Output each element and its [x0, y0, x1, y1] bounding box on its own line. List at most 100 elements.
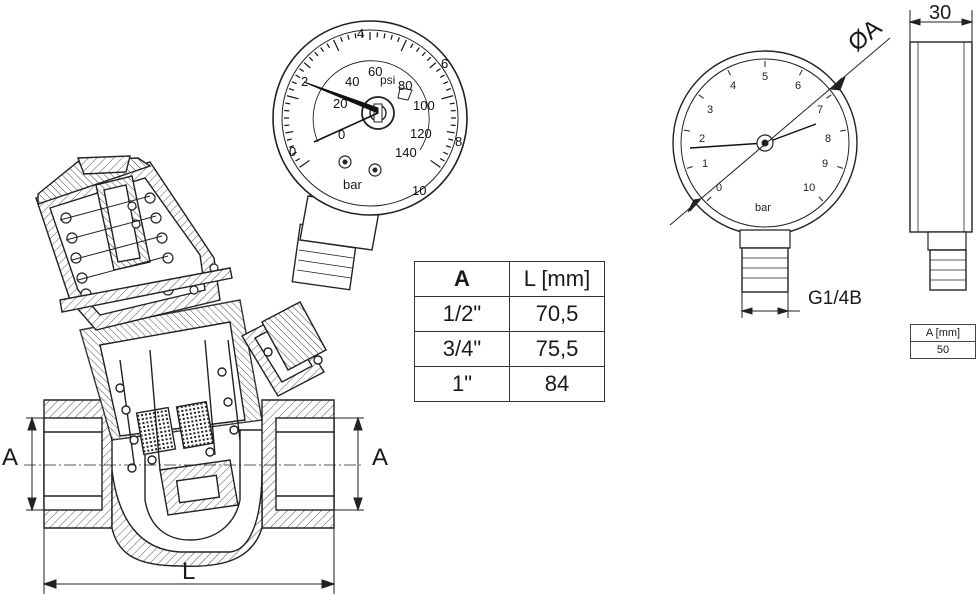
gauge-tick [333, 39, 340, 52]
gauge-psi-tick-120: 120 [410, 126, 432, 141]
thread-dimension [740, 292, 800, 318]
gauge-tick [400, 39, 407, 52]
dim-label-depth: 30 [929, 2, 952, 24]
pressure-gauge [272, 20, 468, 291]
front-tick-4: 4 [730, 80, 737, 92]
front-gauge-tick [818, 196, 824, 202]
gauge-tick [303, 62, 311, 69]
gauge-tick [285, 102, 291, 105]
gauge-tick [430, 159, 441, 168]
front-gauge-tick [698, 94, 704, 99]
side-gauge [909, 41, 973, 291]
gauge-tick [340, 36, 343, 43]
table-header-row: A L [mm] [414, 261, 605, 297]
gauge-tick [446, 130, 455, 134]
front-gauge-tick [686, 166, 693, 169]
gauge-tick [347, 34, 350, 40]
gauge-bar-tick-6: 6 [441, 56, 449, 71]
table-header-l: L [mm] [509, 261, 605, 297]
gauge-bar-tick-8: 8 [455, 134, 463, 149]
gauge-psi-tick-0: 0 [338, 127, 346, 142]
table-row: 1/2" 70,5 [414, 296, 605, 332]
dim-label-a-left: A [2, 444, 19, 471]
table-row: 3/4" 75,5 [414, 331, 605, 367]
diameter-dimension [669, 37, 891, 226]
dim-label-thread: G1/4B [808, 288, 862, 309]
gauge-tick [445, 88, 452, 91]
gauge-tick [295, 157, 301, 162]
gauge-psi-tick-60: 60 [368, 64, 383, 79]
gauge-tick [286, 138, 292, 141]
table-cell: 1" [414, 366, 510, 402]
gauge-tick [439, 157, 445, 162]
table-cell: 75,5 [509, 331, 605, 367]
valve-dimensions [26, 416, 364, 594]
gauge-tick [397, 36, 400, 43]
small-table-header: A [mm] [910, 324, 976, 342]
depth-dimension [908, 10, 974, 42]
gauge-size-table: A [mm] 50 [910, 324, 976, 359]
valve-cross-section [24, 155, 362, 567]
gauge-tick [288, 88, 295, 91]
small-table-value: 50 [910, 341, 976, 359]
gauge-tick [285, 130, 294, 134]
gauge-bar-tick-4: 4 [357, 26, 365, 41]
gauge-tick [443, 81, 449, 85]
dimensions-table: A L [mm] 1/2" 70,5 3/4" 75,5 1" 84 [414, 261, 605, 402]
gauge-psi-tick-20: 20 [333, 96, 348, 111]
gauge-tick [426, 56, 432, 62]
front-gauge-tick [799, 69, 803, 76]
gauge-tick [383, 33, 386, 39]
front-tick-6: 6 [795, 80, 802, 92]
gauge-tick [390, 34, 393, 40]
gauge-tick [441, 95, 454, 100]
gauge-psi-tick-40: 40 [345, 74, 360, 89]
gauge-tick [308, 56, 314, 62]
gauge-tick [288, 145, 295, 148]
dim-label-a-right: A [372, 444, 389, 471]
gauge-tick [320, 47, 325, 52]
table-cell: 84 [509, 366, 605, 402]
front-gauge-tick [727, 69, 731, 76]
front-gauge-tick [837, 166, 844, 169]
gauge-tick [409, 43, 414, 49]
gauge-tick [443, 151, 449, 155]
front-tick-8: 8 [825, 133, 832, 145]
front-tick-1: 1 [702, 158, 709, 170]
dim-label-length: L [182, 558, 196, 585]
front-gauge-tick [839, 129, 847, 132]
table-cell: 70,5 [509, 296, 605, 332]
gauge-tick [291, 151, 297, 155]
gauge-psi-tick-140: 140 [395, 145, 417, 160]
front-tick-3: 3 [707, 104, 714, 116]
gauge-tick [429, 62, 437, 69]
front-tick-2: 2 [699, 133, 706, 145]
gauge-tick [354, 33, 357, 39]
gauge-tick [449, 102, 455, 105]
gauge-tick [291, 81, 297, 85]
front-tick-5: 5 [762, 71, 769, 83]
front-gauge-tick [826, 94, 832, 99]
small-table-header-row: A [mm] [910, 324, 976, 342]
gauge-tick [415, 47, 420, 52]
gauge-psi-unit: psi [380, 73, 396, 87]
gauge-tick [295, 74, 301, 79]
front-tick-0: 0 [716, 182, 723, 194]
gauge-tick [314, 51, 319, 57]
gauge-tick [299, 68, 304, 73]
front-tick-9: 9 [822, 158, 829, 170]
gauge-psi-tick-80: 80 [398, 78, 413, 93]
gauge-tick [445, 145, 452, 148]
table-header-a: A [414, 261, 510, 297]
front-gauge-tick [706, 196, 712, 202]
gauge-tick [448, 138, 454, 141]
front-gauge-tick [683, 129, 691, 132]
gauge-tick [299, 159, 310, 168]
gauge-bar-unit: bar [343, 177, 362, 192]
table-cell: 1/2" [414, 296, 510, 332]
gauge-tick [326, 43, 331, 49]
gauge-tick [436, 68, 441, 73]
gauge-bar-tick-2: 2 [301, 74, 309, 89]
front-tick-7: 7 [817, 104, 824, 116]
